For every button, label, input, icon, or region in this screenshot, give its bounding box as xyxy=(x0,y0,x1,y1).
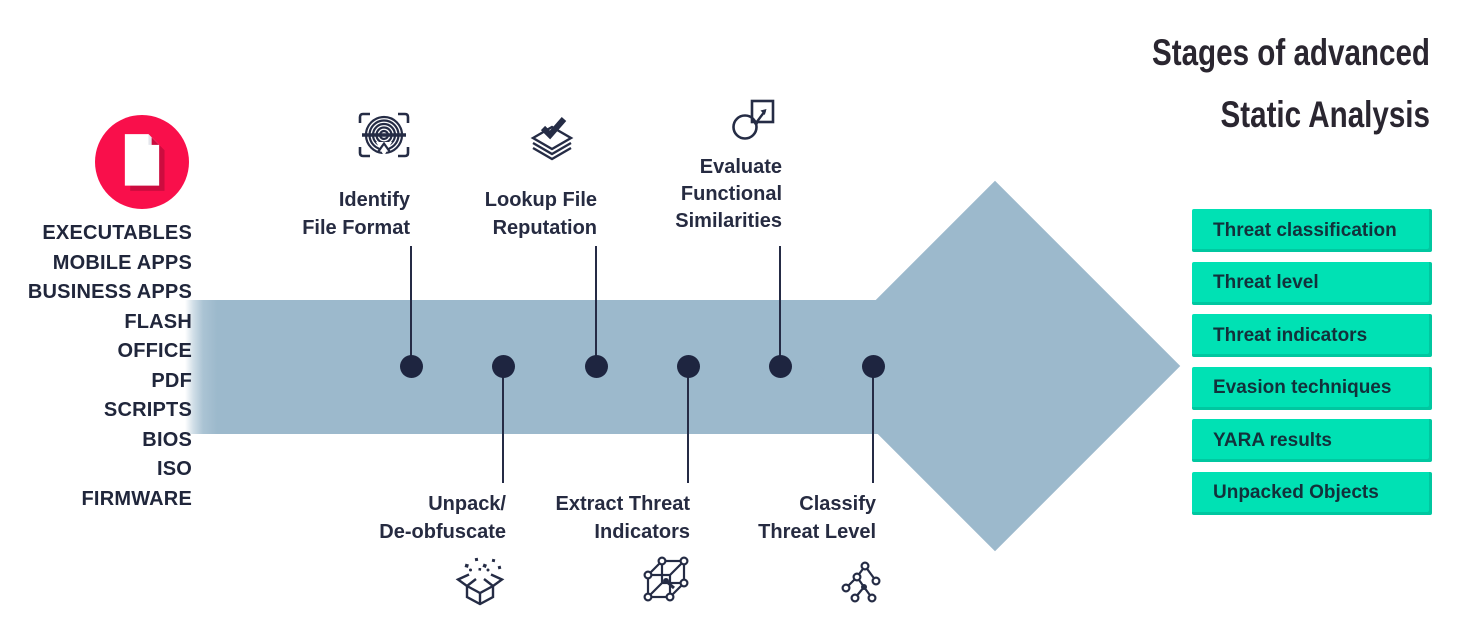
overlapping-shapes-icon xyxy=(732,99,775,140)
input-file-types: EXECUTABLES MOBILE APPS BUSINESS APPS FL… xyxy=(28,219,192,514)
connector-line xyxy=(779,246,781,367)
file-type: MOBILE APPS xyxy=(52,251,192,274)
file-type: PDF xyxy=(151,369,192,392)
file-type: OFFICE xyxy=(117,340,192,362)
output-label: Unpacked Objects xyxy=(1213,482,1379,503)
file-type: FIRMWARE xyxy=(81,487,192,510)
timeline-dot xyxy=(677,355,700,378)
timeline-dot xyxy=(862,355,885,378)
output-label: Evasion techniques xyxy=(1213,377,1392,398)
tree-nodes-icon xyxy=(841,561,881,603)
output-item: YARA results xyxy=(1192,419,1432,462)
analysis-outputs: Threat classification Threat level Threa… xyxy=(1192,209,1432,524)
output-label: YARA results xyxy=(1213,429,1332,451)
stage-label-line: Identify xyxy=(338,189,410,211)
page-title-line: Static Analysis xyxy=(1220,94,1430,135)
connector-line xyxy=(410,246,412,367)
output-item: Unpacked Objects xyxy=(1192,471,1432,515)
stage-label-lookup-file-reputation: Lookup File Reputation xyxy=(485,186,597,242)
connector-line xyxy=(595,246,597,367)
file-type: FLASH xyxy=(124,310,192,333)
output-label: Threat classification xyxy=(1213,219,1397,241)
output-item: Evasion techniques xyxy=(1192,366,1432,410)
output-item: Threat level xyxy=(1192,261,1432,305)
stage-label-line: De-obfuscate xyxy=(379,521,506,543)
stage-label-line: Extract Threat xyxy=(555,493,691,515)
input-source-badge xyxy=(95,115,189,209)
file-type: EXECUTABLES xyxy=(42,222,192,244)
stage-label-line: Reputation xyxy=(492,217,597,239)
output-item: Threat indicators xyxy=(1192,314,1432,357)
document-icon xyxy=(124,134,165,191)
stage-label-classify-threat-level: Classify Threat Level xyxy=(758,490,876,546)
page-title: Stages of advanced Static Analysis xyxy=(910,22,1430,146)
stage-label-line: Similarities xyxy=(675,210,782,232)
timeline-dot xyxy=(585,355,608,378)
stage-label-extract-threat-indicators: Extract Threat Indicators xyxy=(556,490,691,546)
file-type: BIOS xyxy=(142,428,192,451)
stage-label-evaluate-functional-similarities: Evaluate Functional Similarities xyxy=(675,154,782,235)
stage-label-identify-file-format: Identify File Format xyxy=(302,186,410,242)
timeline-dot xyxy=(492,355,515,378)
connector-line xyxy=(687,367,689,483)
page-title-line: Stages of advanced xyxy=(1151,32,1430,73)
timeline-dot xyxy=(769,355,792,378)
output-label: Threat indicators xyxy=(1213,324,1368,346)
output-item: Threat classification xyxy=(1192,209,1432,252)
file-type: BUSINESS APPS xyxy=(27,281,192,303)
connector-line xyxy=(502,367,504,483)
stage-label-line: File Format xyxy=(302,217,410,239)
cube-nodes-icon xyxy=(643,556,689,602)
file-type: SCRIPTS xyxy=(103,399,192,421)
open-box-particles-icon xyxy=(455,557,505,606)
stage-label-line: Classify xyxy=(799,493,876,515)
connector-line xyxy=(872,367,874,483)
fingerprint-scan-icon xyxy=(358,112,410,158)
output-label: Threat level xyxy=(1213,272,1319,293)
stage-label-line: Indicators xyxy=(594,521,690,543)
layered-files-check-icon xyxy=(530,117,574,161)
file-type: ISO xyxy=(156,458,192,480)
stage-label-line: Unpack/ xyxy=(428,493,506,515)
stage-label-unpack-deobfuscate: Unpack/ De-obfuscate xyxy=(379,490,506,546)
stage-label-line: Lookup File xyxy=(484,189,597,211)
timeline-dot xyxy=(400,355,423,378)
stage-label-line: Evaluate xyxy=(699,156,782,178)
stage-label-line: Functional xyxy=(680,183,782,205)
stage-label-line: Threat Level xyxy=(758,521,876,543)
